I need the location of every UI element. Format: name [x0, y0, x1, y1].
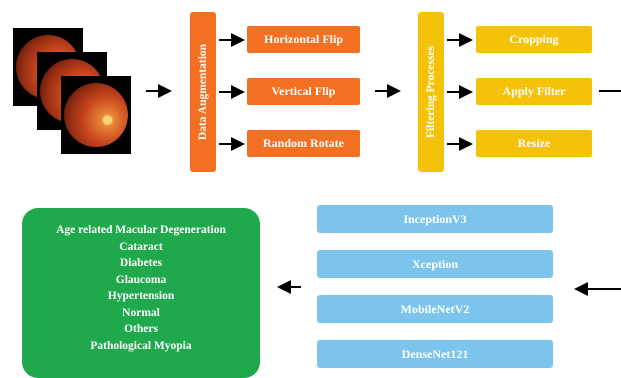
flow-arrows [146, 33, 621, 296]
data-augmentation-bar: Data Augmentation [190, 12, 216, 172]
outcome-amd: Age related Macular Degeneration [56, 224, 226, 236]
model-mobilenetv2: MobileNetV2 [317, 295, 553, 323]
resize-box: Resize [476, 130, 592, 157]
outcome-pathological-myopia: Pathological Myopia [90, 339, 192, 352]
vertical-flip-box: Vertical Flip [247, 78, 360, 105]
data-augmentation-label: Data Augmentation [197, 43, 209, 141]
outcome-normal: Normal [122, 306, 160, 319]
model-inceptionv3: InceptionV3 [317, 205, 553, 233]
random-rotate-box: Random Rotate [247, 130, 360, 157]
horizontal-flip-box: Horizontal Flip [247, 26, 360, 53]
model-xception: Xception [317, 250, 553, 278]
filtering-processes-bar: Filtering Processes [418, 12, 444, 172]
fundus-image-3 [61, 76, 131, 154]
outcome-others: Others [124, 323, 158, 335]
outcome-glaucoma: Glaucoma [115, 273, 167, 286]
outcome-cataract: Cataract [119, 240, 163, 253]
outcome-hypertension: Hypertension [107, 290, 175, 302]
outcome-diabetes: Diabetes [119, 257, 163, 269]
model-densenet121: DenseNet121 [317, 340, 553, 368]
outcome-classes-box: Age related Macular Degeneration Catarac… [22, 208, 260, 378]
apply-filter-box: Apply Filter [476, 78, 592, 105]
filtering-processes-label: Filtering Processes [425, 45, 437, 139]
cropping-box: Cropping [476, 26, 592, 53]
